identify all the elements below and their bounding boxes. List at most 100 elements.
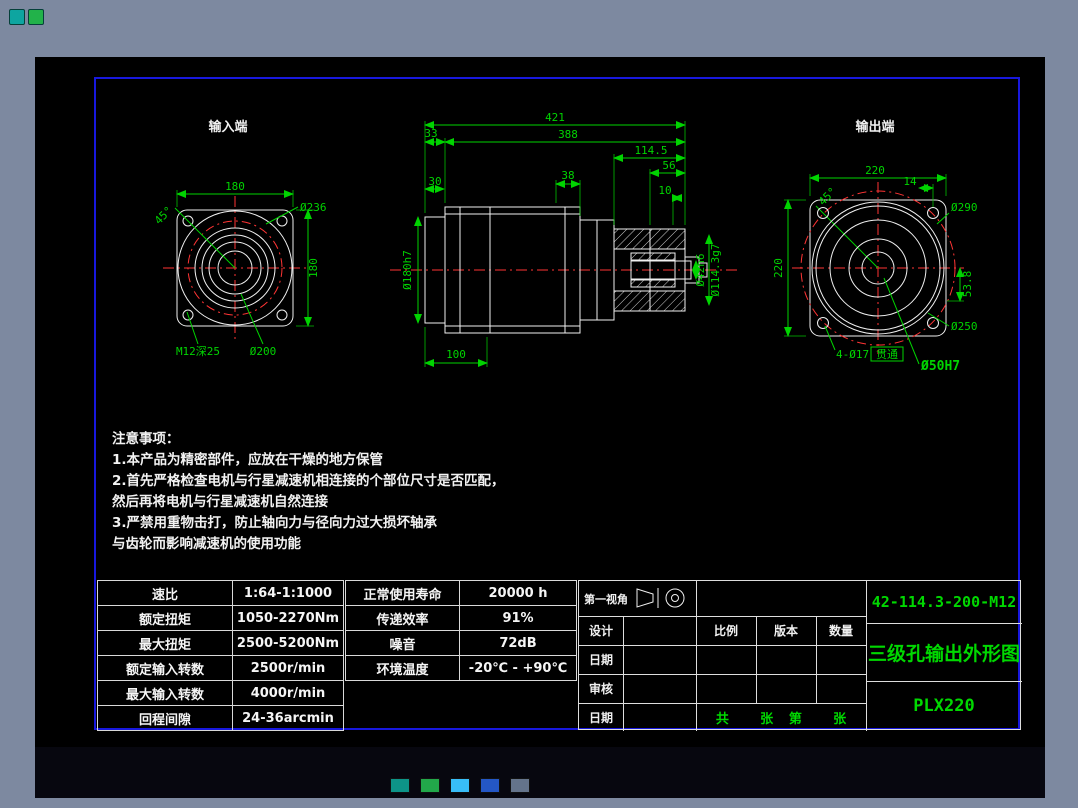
dim-label-38: 38: [561, 169, 574, 182]
spec-label: 速比: [97, 580, 233, 606]
first-angle-projection-icon: [636, 588, 685, 608]
table-row: 最大扭矩 2500-5200Nm: [97, 630, 344, 656]
notes-line: 1.本产品为精密部件，应放在干燥的地方保管: [112, 452, 384, 468]
divider: [579, 616, 866, 617]
spec-label: 最大输入转数: [97, 680, 233, 706]
input-view-title: 输入端: [208, 119, 247, 135]
spec-table-right: 正常使用寿命 20000 h 传递效率 91% 噪音 72dB 环境温度 -20…: [345, 580, 577, 681]
output-view-title: 输出端: [855, 119, 894, 135]
dim-label-output-height: 220: [772, 258, 785, 278]
dim-label-m12: M12深25: [176, 345, 220, 358]
window-corner-icon-1[interactable]: [9, 9, 25, 25]
spec-value: 1:64-1:1000: [232, 580, 344, 606]
table-row: 最大输入转数 4000r/min: [97, 680, 344, 706]
green-swatch-icon[interactable]: [420, 778, 441, 793]
notes-line: 与齿轮而影响减速机的使用功能: [112, 536, 301, 552]
notes-line: 2.首先严格检查电机与行星减速机相连接的个部位尺寸是否匹配，: [112, 473, 505, 489]
part-code: 42-114.3-200-M12: [871, 593, 1017, 611]
side-section-view: 421 388 33 114.5 56 30 38 10 100 Ø180h7 …: [390, 111, 740, 367]
spec-label: 回程间隙: [97, 705, 233, 731]
dim-label-421: 421: [545, 111, 565, 124]
title-block: 第一视角 设计 日期 审核 日期 比例 版本 数量 共 张 第 张 42-114…: [578, 580, 1022, 731]
date-label: 日期: [588, 653, 613, 667]
divider: [756, 616, 757, 703]
spec-label: 额定输入转数: [97, 655, 233, 681]
dim-label-4-d17: 4-Ø17: [836, 348, 869, 361]
dim-label-d236: Ø236: [300, 201, 327, 214]
notes-line: 3.严禁用重物击打，防止轴向力与径向力过大损坏轴承: [112, 515, 438, 531]
notes-line: 然后再将电机与行星减速机自然连接: [112, 494, 328, 510]
quantity-label: 数量: [828, 624, 853, 638]
dim-label-through: 贯通: [876, 348, 898, 361]
dim-label-14: 14: [903, 175, 917, 188]
spec-value: -20℃ - +90℃: [459, 655, 577, 681]
notes-title: 注意事项：: [112, 431, 180, 447]
teal-swatch-icon[interactable]: [390, 778, 410, 793]
cyan-swatch-icon[interactable]: [450, 778, 471, 793]
spec-value: 24-36arcmin: [232, 705, 344, 731]
spec-value: 20000 h: [459, 580, 577, 606]
dim-label-d250: Ø250: [951, 320, 978, 333]
dim-label-33: 33: [424, 127, 437, 140]
divider: [579, 703, 866, 704]
sheet-count-label: 共 张 第 张: [715, 711, 847, 727]
divider: [866, 581, 867, 731]
divider: [816, 616, 817, 703]
dim-label-output-angle: 45°: [816, 185, 839, 208]
spec-table-left: 速比 1:64-1:1000 额定扭矩 1050-2270Nm 最大扭矩 250…: [97, 580, 344, 731]
input-end-view: 输入端 180 180 45° Ø236: [152, 119, 327, 358]
dim-label-10: 10: [658, 184, 671, 197]
gray-swatch-icon[interactable]: [510, 778, 531, 793]
layout-tiles: [390, 778, 535, 797]
drawing-border-frame: [94, 77, 1020, 730]
status-bar: [35, 747, 1045, 798]
check-label: 审核: [588, 682, 613, 696]
dim-label-d200: Ø200: [250, 345, 277, 358]
dim-label-d290: Ø290: [951, 201, 978, 214]
divider: [579, 674, 866, 675]
drawing-svg: 输入端 180 180 45° Ø236: [152, 111, 978, 374]
table-row: 回程间隙 24-36arcmin: [97, 705, 344, 731]
divider: [866, 681, 1022, 682]
blue-swatch-icon[interactable]: [480, 778, 501, 793]
scale-label: 比例: [713, 624, 738, 638]
table-row: 正常使用寿命 20000 h: [345, 580, 577, 606]
spec-label: 额定扭矩: [97, 605, 233, 631]
dim-label-input-width: 180: [225, 180, 245, 193]
table-row: 噪音 72dB: [345, 630, 577, 656]
dim-label-d50h7: Ø50H7: [920, 359, 960, 374]
model-number: PLX220: [913, 696, 975, 716]
spec-value: 72dB: [459, 630, 577, 656]
dim-label-output-width: 220: [865, 164, 885, 177]
gearbox-outline: [424, 206, 708, 334]
spec-label: 正常使用寿命: [345, 580, 460, 606]
spec-label: 环境温度: [345, 655, 460, 681]
drawing-title: 三级孔输出外形图: [867, 642, 1020, 665]
version-label: 版本: [773, 624, 798, 638]
dim-label-114-5: 114.5: [634, 144, 667, 157]
drawing-canvas[interactable]: 输入端 180 180 45° Ø236: [35, 57, 1045, 747]
date-label: 日期: [588, 710, 613, 725]
spec-value: 1050-2270Nm: [232, 605, 344, 631]
table-row: 速比 1:64-1:1000: [97, 580, 344, 606]
window-corner-icon-2[interactable]: [28, 9, 44, 25]
projection-label: 第一视角: [584, 592, 628, 606]
spec-value: 4000r/min: [232, 680, 344, 706]
dim-label-d114-3g7: Ø114.3g7: [709, 244, 722, 297]
table-row: 环境温度 -20℃ - +90℃: [345, 655, 577, 681]
dim-label-100: 100: [446, 348, 466, 361]
dim-label-388: 388: [558, 128, 578, 141]
output-end-view: 输出端 220: [772, 119, 978, 374]
table-row: 额定输入转数 2500r/min: [97, 655, 344, 681]
spec-label: 最大扭矩: [97, 630, 233, 656]
dim-label-input-height: 180: [307, 258, 320, 278]
spec-label: 传递效率: [345, 605, 460, 631]
dim-label-30: 30: [428, 175, 441, 188]
dim-label-input-angle: 45°: [152, 204, 175, 227]
table-row: 传递效率 91%: [345, 605, 577, 631]
divider: [866, 623, 1022, 624]
spec-value: 2500-5200Nm: [232, 630, 344, 656]
spec-value: 2500r/min: [232, 655, 344, 681]
dim-label-d42h6: Ø42h6: [694, 253, 707, 286]
